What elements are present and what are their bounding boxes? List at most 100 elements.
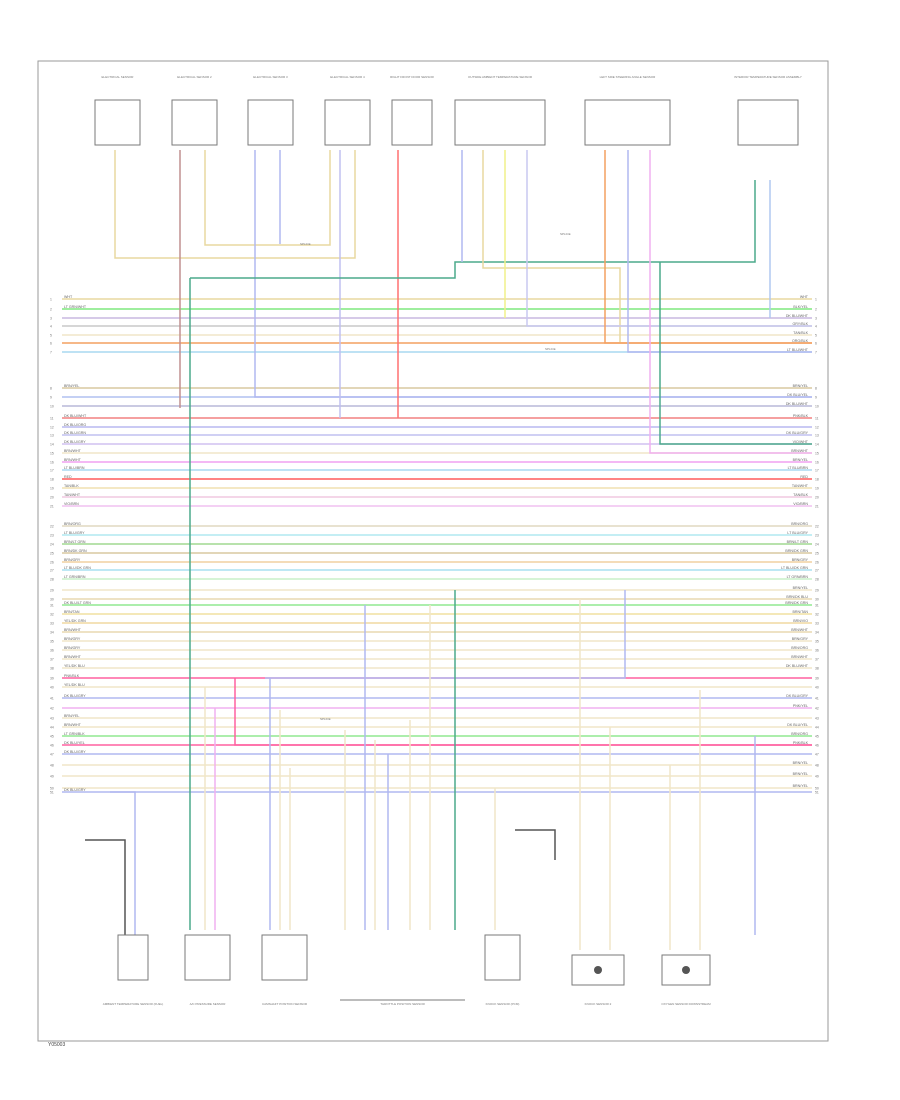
wire-number-right: 8 — [815, 386, 817, 390]
wire-left-label: BRN/WHT — [64, 458, 82, 462]
wire-right-label: BRN/WHT — [791, 449, 809, 453]
wire-left-label: DK BLU/ORG — [64, 423, 86, 427]
wire-right-label: PNK/BLK — [793, 414, 809, 418]
vertical-wire-4 — [254, 150, 812, 398]
wire-number-left: 45 — [50, 734, 54, 738]
component-label: KNOCK SENSOR (PCM) — [486, 1002, 520, 1006]
wire-left-label: LT GRN/BRN — [64, 575, 86, 579]
wire-right-label: VIO/WHT — [793, 440, 809, 444]
top-component-c7: LEFT SIDE STEERING ANGLE SENSOR — [584, 75, 671, 146]
wire-number-left: 48 — [50, 763, 54, 767]
wire-right-label: BRN/WHT — [791, 655, 809, 659]
wire-number-left: 16 — [50, 460, 54, 464]
wire-number-right: 34 — [815, 630, 819, 634]
wire-right-label: PNK/YEL — [793, 704, 808, 708]
wire-number-right: 42 — [815, 706, 819, 710]
wire-number-right: 32 — [815, 612, 819, 616]
vertical-wire-2 — [204, 150, 331, 246]
wire-right-label: TAN/BLK — [793, 493, 808, 497]
wire-number-left: 29 — [50, 588, 54, 592]
wire-number-left: 5 — [50, 333, 52, 337]
wire-number-left: 12 — [50, 425, 54, 429]
sensor-icon — [682, 966, 690, 974]
wire-right-label: DK BLU/WHT — [786, 664, 809, 668]
wire-number-left: 23 — [50, 533, 54, 537]
wire-right-label: BRN/DK BLU — [786, 595, 808, 599]
wire-right-label: DK BLU/YEL — [787, 723, 808, 727]
wire-number-right: 2 — [815, 307, 817, 311]
wire-number-left: 27 — [50, 568, 54, 572]
wire-number-right: 19 — [815, 486, 819, 490]
vertical-wire-40 — [515, 829, 556, 860]
component-box — [247, 99, 294, 146]
component-label: ELECTRICAL SENSOR 3 — [253, 75, 288, 79]
wire-right-label: LT BLU/DK GRN — [781, 566, 808, 570]
wire-right-label: BRN/DK GRN — [785, 601, 808, 605]
wire-right-label: BRN/YEL — [793, 784, 808, 788]
wire-left-label: BRN/GRY — [64, 637, 81, 641]
wire-number-left: 13 — [50, 433, 54, 437]
component-box — [184, 934, 231, 981]
component-label: CAMSHAFT POSITION SENSOR — [262, 1002, 308, 1006]
wire-right-label: BLK/YEL — [793, 305, 808, 309]
wire-right-label: BRN/ORG — [791, 522, 808, 526]
component-box — [584, 99, 671, 146]
wire-number-right: 37 — [815, 657, 819, 661]
wire-number-left: 46 — [50, 743, 54, 747]
bottom-component-b3: CAMSHAFT POSITION SENSOR — [261, 934, 308, 1006]
component-box — [391, 99, 433, 146]
wire-number-left: 7 — [50, 350, 52, 354]
wire-left-label: YEL/DK BLU — [64, 664, 85, 668]
bottom-component-b1: AMBIENT TEMPERATURE SENSOR (FUEL) — [103, 934, 164, 1006]
wire-left-label: DK BLU/GRY — [64, 788, 86, 792]
wire-left-label: BRN/GRY — [64, 646, 81, 650]
component-label: AMBIENT TEMPERATURE SENSOR (FUEL) — [103, 1002, 164, 1006]
component-label: ELECTRICAL SENSOR 2 — [177, 75, 212, 79]
component-box — [324, 99, 371, 146]
component-label: LEFT SIDE STEERING ANGLE SENSOR — [600, 75, 656, 79]
wire-right-label: DK BLU/GRY — [786, 431, 808, 435]
wire-number-left: 30 — [50, 597, 54, 601]
wire-left-label: BRN/WHT — [64, 628, 82, 632]
wire-number-left: 39 — [50, 676, 54, 680]
wire-right-label: BRN/VIO — [793, 619, 808, 623]
wire-number-left: 41 — [50, 696, 54, 700]
wire-right-label: DK BLU/GRY — [786, 694, 808, 698]
wire-number-right: 45 — [815, 734, 819, 738]
bottom-component-b2: A/C PRESSURE SENSOR — [184, 934, 231, 1006]
wire-number-right: 7 — [815, 350, 817, 354]
vertical-wire-8 — [189, 180, 756, 930]
wire-left-label: DK BLU/LT GRN — [64, 601, 91, 605]
component-box — [94, 99, 141, 146]
top-component-c6: OUTSIDE AMBIENT TEMPERATURE SENSOR — [454, 75, 546, 146]
wire-right-label: BRN/YEL — [793, 586, 808, 590]
wire-left-label: TAN/WHT — [64, 493, 81, 497]
wire-number-right: 10 — [815, 404, 819, 408]
wire-right-label: TAN/WHT — [792, 484, 809, 488]
wire-number-right: 40 — [815, 685, 819, 689]
wire-number-left: 10 — [50, 404, 54, 408]
wire-number-left: 8 — [50, 386, 52, 390]
component-label: ELECTRICAL SENSOR — [102, 75, 135, 79]
wire-right-label: LT BLU/GRY — [787, 531, 808, 535]
wire-number-right: 22 — [815, 524, 819, 528]
wire-number-right: 44 — [815, 725, 819, 729]
component-label: KNOCK SENSOR 2 — [585, 1002, 612, 1006]
wire-number-left: 6 — [50, 341, 52, 345]
wire-number-right: 24 — [815, 542, 819, 546]
wire-right-label: DK BLU/YEL — [787, 393, 808, 397]
wire-number-right: 5 — [815, 333, 817, 337]
component-label: RIGHT FRONT DOOR SENSOR — [390, 75, 435, 79]
top-component-c8: INTERIOR TEMPERATURE SENSOR ASSEMBLY — [734, 75, 802, 146]
wire-right-label: LT GRN/BRN — [787, 575, 809, 579]
wire-left-label: LT BLU/BRN — [64, 466, 85, 470]
wire-right-label: BRN/TAN — [792, 610, 808, 614]
component-box — [117, 934, 149, 981]
wire-right-label: BRN/YEL — [793, 772, 808, 776]
wire-number-right: 15 — [815, 451, 819, 455]
wire-number-left: 33 — [50, 621, 54, 625]
splice-label: SPLICE — [320, 717, 331, 721]
wire-number-left: 24 — [50, 542, 54, 546]
wire-right-label: DK BLU/WHT — [786, 314, 809, 318]
wire-right-label: BRN/YEL — [793, 384, 808, 388]
